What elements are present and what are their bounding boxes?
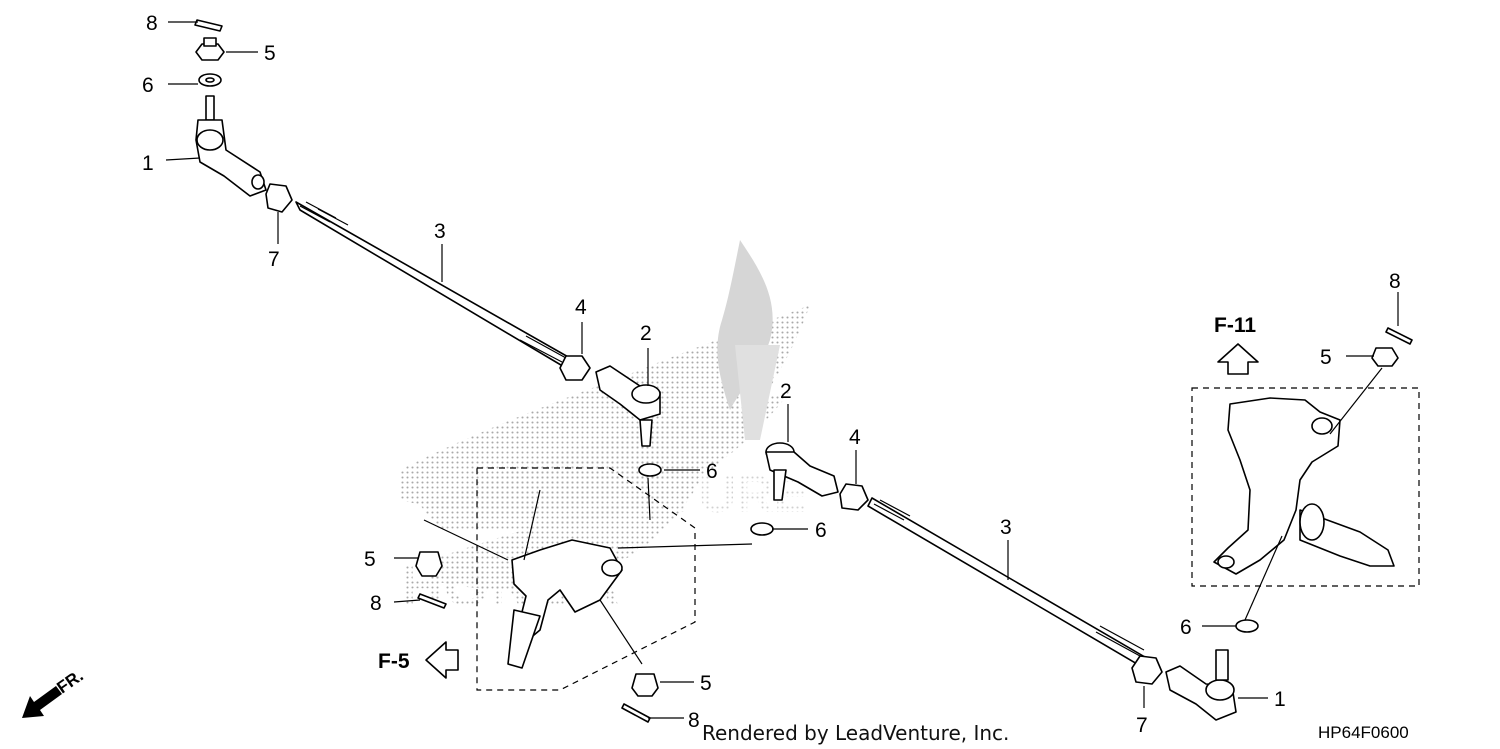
right-knuckle-cotter-pin — [1385, 327, 1413, 345]
left-ref-arrow-icon — [425, 641, 459, 679]
right-steering-knuckle — [1213, 397, 1395, 575]
right-jam-nut — [1131, 655, 1163, 685]
left-ref-label: F-5 — [378, 650, 410, 673]
callout-c-end-a: 2 — [640, 322, 652, 345]
right-knuckle-castle-nut — [1371, 347, 1399, 367]
callout-k-nut-left: 5 — [364, 548, 376, 571]
callout-c-washer-a: 6 — [706, 460, 718, 483]
knuckle-cotter-pin-bottom — [621, 703, 651, 723]
left-cotter-pin-top — [194, 19, 223, 32]
callout-r-nut: 5 — [1320, 346, 1332, 369]
left-jam-nut — [265, 183, 293, 213]
center-tie-rod-end-b — [765, 442, 839, 501]
leader-lines — [165, 21, 1399, 719]
right-washer — [1235, 619, 1259, 633]
callout-r-washer: 6 — [1180, 616, 1192, 639]
callout-k-pin-bottom: 8 — [688, 709, 700, 732]
center-washer-a — [638, 463, 662, 477]
callout-r-locknut: 7 — [1136, 714, 1148, 737]
left-castle-nut-top — [195, 37, 225, 61]
callout-r-rod: 3 — [1000, 516, 1012, 539]
callout-c-locknut: 4 — [575, 296, 587, 319]
diagram-code: HP64F0600 — [1318, 723, 1409, 742]
front-direction-arrow-icon — [22, 686, 62, 718]
callout-l-washer-top: 6 — [142, 74, 154, 97]
callout-c-washer-b: 6 — [815, 519, 827, 542]
callout-l-nut-top: 5 — [264, 42, 276, 65]
center-jam-nut-left — [559, 355, 591, 381]
callout-l-locknut: 7 — [268, 248, 280, 271]
callout-r-tie-rod-end: 1 — [1274, 688, 1286, 711]
callout-c-locknut-b: 4 — [849, 426, 861, 449]
right-tie-rod-end — [1165, 649, 1237, 721]
callout-l-tie-rod-end: 1 — [142, 152, 154, 175]
center-jam-nut-right — [839, 483, 869, 511]
leadventure-flame-watermark — [717, 240, 780, 440]
left-tie-rod — [295, 201, 571, 369]
right-ref-arrow-icon — [1217, 343, 1259, 375]
center-washer-b — [750, 522, 774, 536]
callout-r-pin: 8 — [1389, 270, 1401, 293]
knuckle-castle-nut-left — [415, 551, 443, 577]
watermark-wordmark: VENTURE — [560, 466, 808, 524]
knuckle-castle-nut-bottom — [631, 673, 659, 697]
callout-k-pin-left: 8 — [370, 592, 382, 615]
left-steering-knuckle — [507, 539, 623, 669]
left-tie-rod-end — [195, 95, 267, 197]
right-ref-label: F-11 — [1214, 314, 1256, 337]
right-knuckle-dashed-box — [1191, 387, 1420, 587]
callout-c-end-b: 2 — [780, 380, 792, 403]
left-washer-top — [198, 73, 222, 87]
center-tie-rod-end-a — [595, 365, 661, 447]
credit-text: Rendered by LeadVenture, Inc. — [702, 721, 1009, 745]
left-knuckle-dashed-outline — [476, 467, 696, 691]
callout-l-pin-top: 8 — [146, 12, 158, 35]
callout-l-rod: 3 — [434, 220, 446, 243]
honda-wing-watermark — [400, 305, 810, 590]
knuckle-cotter-pin-left — [417, 593, 447, 609]
callout-k-nut-bottom: 5 — [700, 672, 712, 695]
